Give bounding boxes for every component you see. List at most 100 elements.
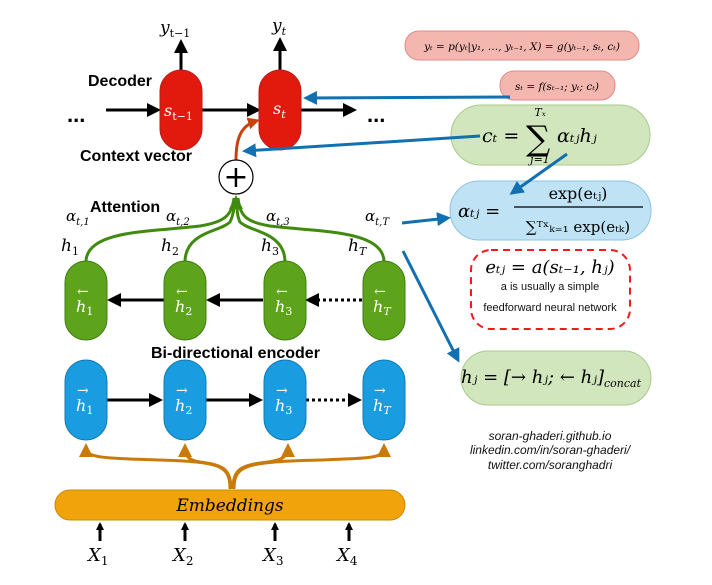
state-label-t: st [273, 99, 286, 121]
svg-text:cₜ =: cₜ = [482, 125, 519, 147]
hidden-label-1: h1 [61, 236, 79, 258]
output-equation: yₜ = p(yₜ|y₁, …, yₜ₋₁, X) = g(yₜ₋₁, sₜ, … [423, 41, 620, 54]
forward-cell-label-T: → hT [373, 383, 392, 417]
attention-curve-T [236, 197, 386, 263]
svg-text:h3: h3 [275, 396, 292, 417]
svg-text:→: → [276, 383, 288, 399]
forward-cell-label-3: → h3 [275, 383, 292, 417]
credit-twitter: twitter.com/soranghadri [488, 458, 613, 472]
svg-text:←: ← [77, 284, 89, 300]
svg-text:←: ← [176, 284, 188, 300]
state-equation: sₜ = f(sₜ₋₁; yₜ; cₜ) [515, 81, 599, 93]
encoder-label: Bi-directional encoder [151, 345, 320, 362]
forward-cell-2 [163, 359, 207, 441]
energy-equation-box [470, 249, 631, 330]
alpha-equation-box [449, 180, 652, 241]
attention-label: Attention [90, 199, 160, 216]
svg-text:h1: h1 [76, 297, 93, 318]
output-equation-box [404, 30, 640, 61]
plus-icon: + [223, 160, 248, 195]
credit-linkedin: linkedin.com/in/soran-ghaderi/ [470, 443, 632, 457]
backward-encoder: ← h1 ← h2 ← h3 ← hT [64, 260, 406, 341]
backward-cell-T [362, 260, 406, 341]
svg-text:Tₓ: Tₓ [534, 106, 545, 119]
energy-note-line-1: a is usually a simple [501, 281, 599, 293]
backward-cell-label-3: ← h3 [275, 284, 292, 318]
equation-panel: yₜ = p(yₜ|y₁, …, yₜ₋₁, X) = g(yₜ₋₁, sₜ, … [404, 30, 652, 406]
context-vector-label: Context vector [80, 148, 192, 165]
input-x4: X4 [335, 545, 358, 568]
svg-text:hT: hT [373, 297, 392, 318]
hidden-label-2: h2 [161, 236, 179, 258]
input-x2: X2 [171, 545, 193, 568]
embed-curve-3 [231, 443, 295, 490]
concat-equation-box [460, 350, 652, 406]
embeddings-bar [54, 489, 406, 521]
callout-arrows [242, 90, 568, 363]
alpha-weight-1: αt,1 [66, 207, 90, 228]
svg-text:→: → [176, 383, 188, 399]
input-arrows [96, 522, 353, 541]
energy-equation: eₜⱼ = a(sₜ₋₁, hⱼ) [485, 257, 614, 278]
context-equation-box [450, 104, 651, 166]
svg-text:∑ᵀˣₖ₌₁ exp(eₜₖ): ∑ᵀˣₖ₌₁ exp(eₜₖ) [526, 218, 630, 236]
backward-cell-2 [163, 260, 207, 341]
svg-text:h2: h2 [175, 297, 192, 318]
decoder-state-prev [159, 69, 203, 151]
alpha-weight-3: αt,3 [266, 207, 290, 228]
embeddings-label: Embeddings [175, 496, 284, 516]
input-x1: X1 [86, 545, 108, 568]
backward-cell-label-2: ← h2 [175, 284, 192, 318]
svg-text:j=1: j=1 [527, 153, 550, 166]
svg-text:←: ← [276, 284, 288, 300]
backward-cell-3 [263, 260, 307, 341]
alpha-T-to-alpha-eq-arrow [401, 212, 451, 227]
svg-text:hT: hT [373, 396, 392, 417]
attention-section: Attention αt,1 αt,2 αt,3 αt,T h1 h2 h3 h… [61, 195, 390, 263]
context-eq-to-alpha-arrow [509, 152, 568, 195]
output-y-t: yt [271, 16, 287, 38]
sum-node [218, 159, 254, 195]
svg-text:→: → [374, 383, 386, 399]
forward-cell-T [362, 359, 406, 441]
hidden-to-concat-arrow [401, 250, 460, 363]
state-label-prev: st−1 [164, 101, 193, 123]
decoder-label: Decoder [88, 73, 152, 90]
context-eq-to-sum-arrow [242, 134, 481, 158]
svg-text:h3: h3 [275, 297, 292, 318]
forward-cell-1 [64, 359, 108, 441]
ellipsis-right: ... [367, 102, 385, 127]
forward-encoder: → h1 → h2 → h3 → hT [64, 359, 406, 441]
forward-cell-label-2: → h2 [175, 383, 192, 417]
svg-text:αₜⱼ =: αₜⱼ = [458, 201, 500, 222]
svg-text:∑: ∑ [526, 119, 550, 159]
svg-text:h2: h2 [175, 396, 192, 417]
alpha-weight-2: αt,2 [166, 207, 190, 228]
output-y-prev: yt−1 [159, 18, 190, 40]
svg-text:←: ← [374, 284, 386, 300]
backward-cell-label-T: ← hT [373, 284, 392, 318]
backward-cell-label-1: ← h1 [76, 284, 93, 318]
backward-cell-1 [64, 260, 108, 341]
attention-curve-1 [84, 197, 236, 263]
state-eq-to-decoder-arrow [303, 90, 511, 105]
concat-equation: hⱼ = [→ hⱼ; ← hⱼ]concat [461, 367, 642, 390]
context-to-state-arrow [234, 117, 260, 161]
embed-curve-T [232, 443, 391, 490]
embed-curve-1 [79, 443, 232, 490]
hidden-label-3: h3 [261, 236, 279, 258]
alpha-equation: αₜⱼ = exp(eₜⱼ) ∑ᵀˣₖ₌₁ exp(eₜₖ) [458, 184, 643, 236]
energy-note-line-2: feedforward neural network [483, 302, 617, 314]
credit-website: soran-ghaderi.github.io [489, 429, 612, 443]
forward-cell-3 [263, 359, 307, 441]
input-x3: X3 [261, 545, 283, 568]
context-equation: cₜ = ∑ Tₓ j=1 αₜⱼhⱼ [482, 106, 597, 166]
alpha-weight-T: αt,T [365, 207, 390, 228]
ellipsis-left: ... [67, 102, 85, 127]
state-equation-box [499, 70, 616, 101]
svg-text:αₜⱼhⱼ: αₜⱼhⱼ [557, 125, 597, 147]
svg-text:exp(eₜⱼ): exp(eₜⱼ) [549, 184, 608, 203]
attention-curve-2 [183, 197, 237, 263]
embedding-curves [79, 443, 391, 490]
